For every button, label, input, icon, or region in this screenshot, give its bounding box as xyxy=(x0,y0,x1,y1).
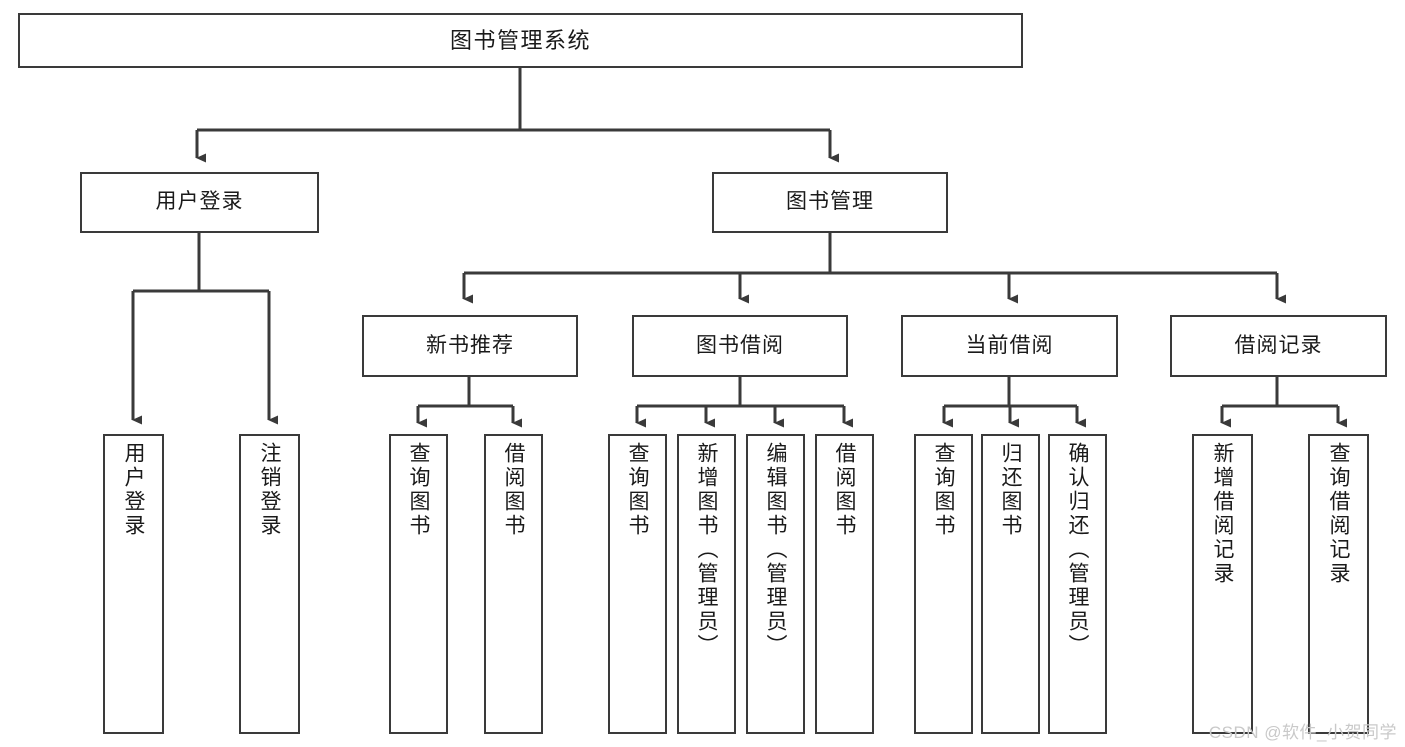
node-label: 编辑图书（管理员） xyxy=(764,442,787,658)
node-label: 新增借阅记录 xyxy=(1211,442,1234,586)
node-label: 查询图书 xyxy=(626,442,649,538)
node-label: 图书管理 xyxy=(786,190,874,214)
node-label: 图书借阅 xyxy=(696,333,784,357)
leaf-user-login-signout[interactable]: 注销登录 xyxy=(239,434,300,734)
node-label: 借阅记录 xyxy=(1234,333,1323,357)
node-book-management[interactable]: 图书管理 xyxy=(712,172,948,233)
node-borrow-record[interactable]: 借阅记录 xyxy=(1170,315,1387,377)
node-root-system[interactable]: 图书管理系统 xyxy=(18,13,1023,68)
node-label: 查询图书 xyxy=(932,442,955,538)
node-label: 查询图书 xyxy=(407,442,430,538)
node-label: 确认归还（管理员） xyxy=(1066,442,1089,658)
node-book-borrow[interactable]: 图书借阅 xyxy=(632,315,848,377)
node-label: 当前借阅 xyxy=(965,333,1054,357)
node-label: 借阅图书 xyxy=(833,442,856,538)
leaf-borrow-record-query[interactable]: 查询借阅记录 xyxy=(1308,434,1369,734)
leaf-book-borrow-lend[interactable]: 借阅图书 xyxy=(815,434,874,734)
node-label: 注销登录 xyxy=(258,442,281,538)
csdn-watermark: CSDN @软件_小贺同学 xyxy=(1208,723,1397,742)
node-label: 用户登录 xyxy=(122,442,145,538)
node-label: 新书推荐 xyxy=(426,333,514,357)
node-label: 新增图书（管理员） xyxy=(695,442,718,658)
leaf-book-borrow-query[interactable]: 查询图书 xyxy=(608,434,667,734)
node-new-book-recommend[interactable]: 新书推荐 xyxy=(362,315,578,377)
leaf-borrow-record-add[interactable]: 新增借阅记录 xyxy=(1192,434,1253,734)
leaf-book-borrow-edit[interactable]: 编辑图书（管理员） xyxy=(746,434,805,734)
node-label: 图书管理系统 xyxy=(449,27,591,53)
leaf-current-borrow-confirm-return[interactable]: 确认归还（管理员） xyxy=(1048,434,1107,734)
node-label: 用户登录 xyxy=(155,190,244,214)
node-label: 归还图书 xyxy=(999,442,1022,538)
node-label: 借阅图书 xyxy=(502,442,525,538)
node-label: 查询借阅记录 xyxy=(1327,442,1350,586)
leaf-new-book-query[interactable]: 查询图书 xyxy=(389,434,448,734)
leaf-book-borrow-add[interactable]: 新增图书（管理员） xyxy=(677,434,736,734)
leaf-current-borrow-query[interactable]: 查询图书 xyxy=(914,434,973,734)
node-user-login[interactable]: 用户登录 xyxy=(80,172,319,233)
node-current-borrow[interactable]: 当前借阅 xyxy=(901,315,1118,377)
leaf-user-login-signin[interactable]: 用户登录 xyxy=(103,434,164,734)
leaf-current-borrow-return[interactable]: 归还图书 xyxy=(981,434,1040,734)
leaf-new-book-borrow[interactable]: 借阅图书 xyxy=(484,434,543,734)
